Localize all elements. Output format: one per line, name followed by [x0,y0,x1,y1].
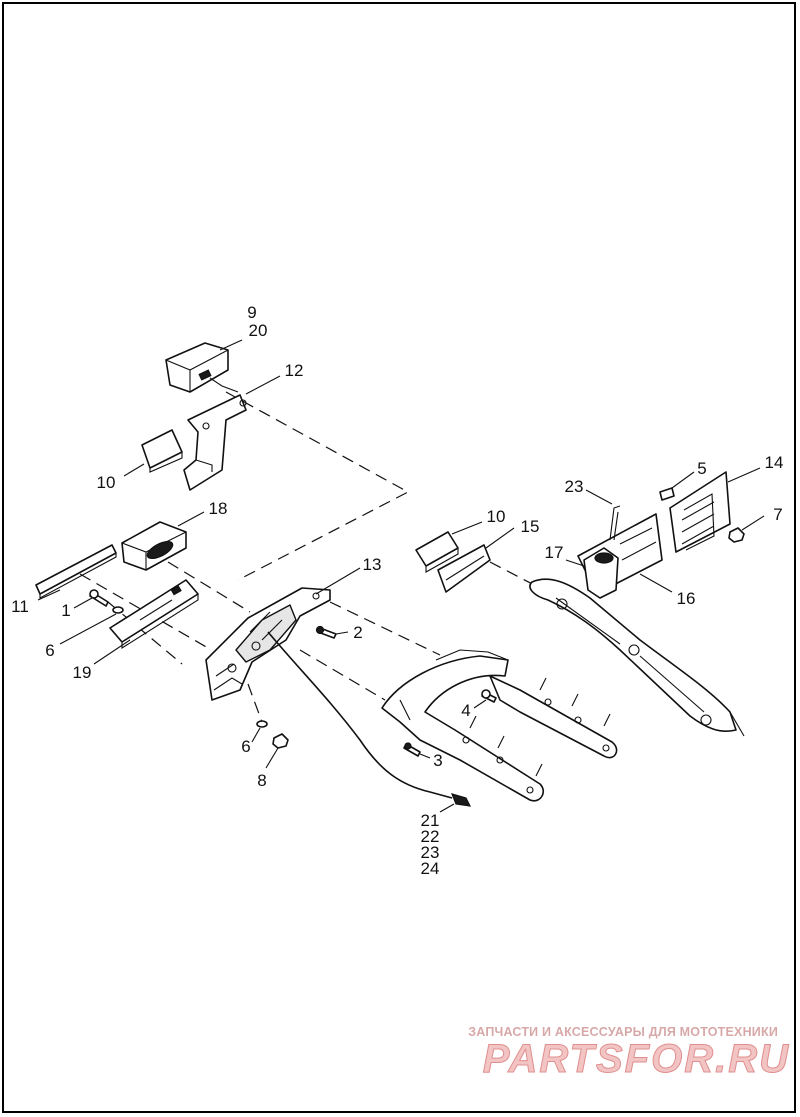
reflector-pad-upper [141,429,183,473]
callout-19: 19 [73,663,92,682]
license-plate-bracket [205,587,331,701]
callout-18: 18 [209,499,228,518]
callout-15: 15 [521,517,540,536]
callout-24: 24 [421,859,440,878]
callout-1: 1 [61,601,70,620]
callout-3: 3 [433,751,442,770]
callout-labels: 9 20 12 10 18 11 1 6 19 13 2 6 8 3 4 10 … [11,303,783,878]
screw-part-4 [481,689,497,703]
callout-7: 7 [773,505,782,524]
watermark: ЗАПЧАСТИ И АКСЕССУАРЫ ДЛЯ МОТОТЕХНИКИ PA… [468,1025,790,1082]
plate-frame-part-14 [669,471,731,553]
screw-part-5 [659,487,675,501]
callout-23-bottom: 23 [421,843,440,862]
nut-part-7 [728,527,745,543]
side-mount-bracket [577,505,663,599]
callout-10-left: 10 [97,473,116,492]
watermark-tagline: ЗАПЧАСТИ И АКСЕССУАРЫ ДЛЯ МОТОТЕХНИКИ [468,1025,778,1039]
callout-22: 22 [421,827,440,846]
screw-part-3 [403,742,421,757]
callout-16: 16 [677,589,696,608]
callout-23-top: 23 [565,477,584,496]
callout-9: 9 [247,303,256,322]
screw-part-1 [89,589,109,607]
callout-2: 2 [353,623,362,642]
callout-6-lower: 6 [241,737,250,756]
nut-part-8 [272,733,289,749]
callout-10-right: 10 [487,507,506,526]
leader-lines [37,339,765,813]
side-rail-arm [529,578,745,737]
callout-4: 4 [461,701,470,720]
reflector-strip [35,544,117,599]
rear-fender-support [381,649,618,802]
wiring-harness [267,631,472,807]
reflector-panel-part-15 [437,544,491,593]
callout-17: 17 [545,543,564,562]
watermark-logo: PARTSFOR.RU [483,1037,790,1081]
callout-14: 14 [765,453,784,472]
lower-tail-lamp [121,521,187,571]
callout-12: 12 [285,361,304,380]
upper-mounting-bracket [183,394,247,491]
reflector-pad-right [415,531,459,573]
screw-part-2 [315,625,337,639]
callout-13: 13 [363,555,382,574]
washer-part-6-upper [112,606,124,614]
callout-8: 8 [257,771,266,790]
callout-21: 21 [421,811,440,830]
callout-6-left: 6 [45,641,54,660]
callout-20: 20 [249,321,268,340]
upper-tail-lamp [165,342,239,393]
callout-11: 11 [11,597,29,616]
callout-5: 5 [697,459,706,478]
washer-part-6-lower [256,720,268,728]
